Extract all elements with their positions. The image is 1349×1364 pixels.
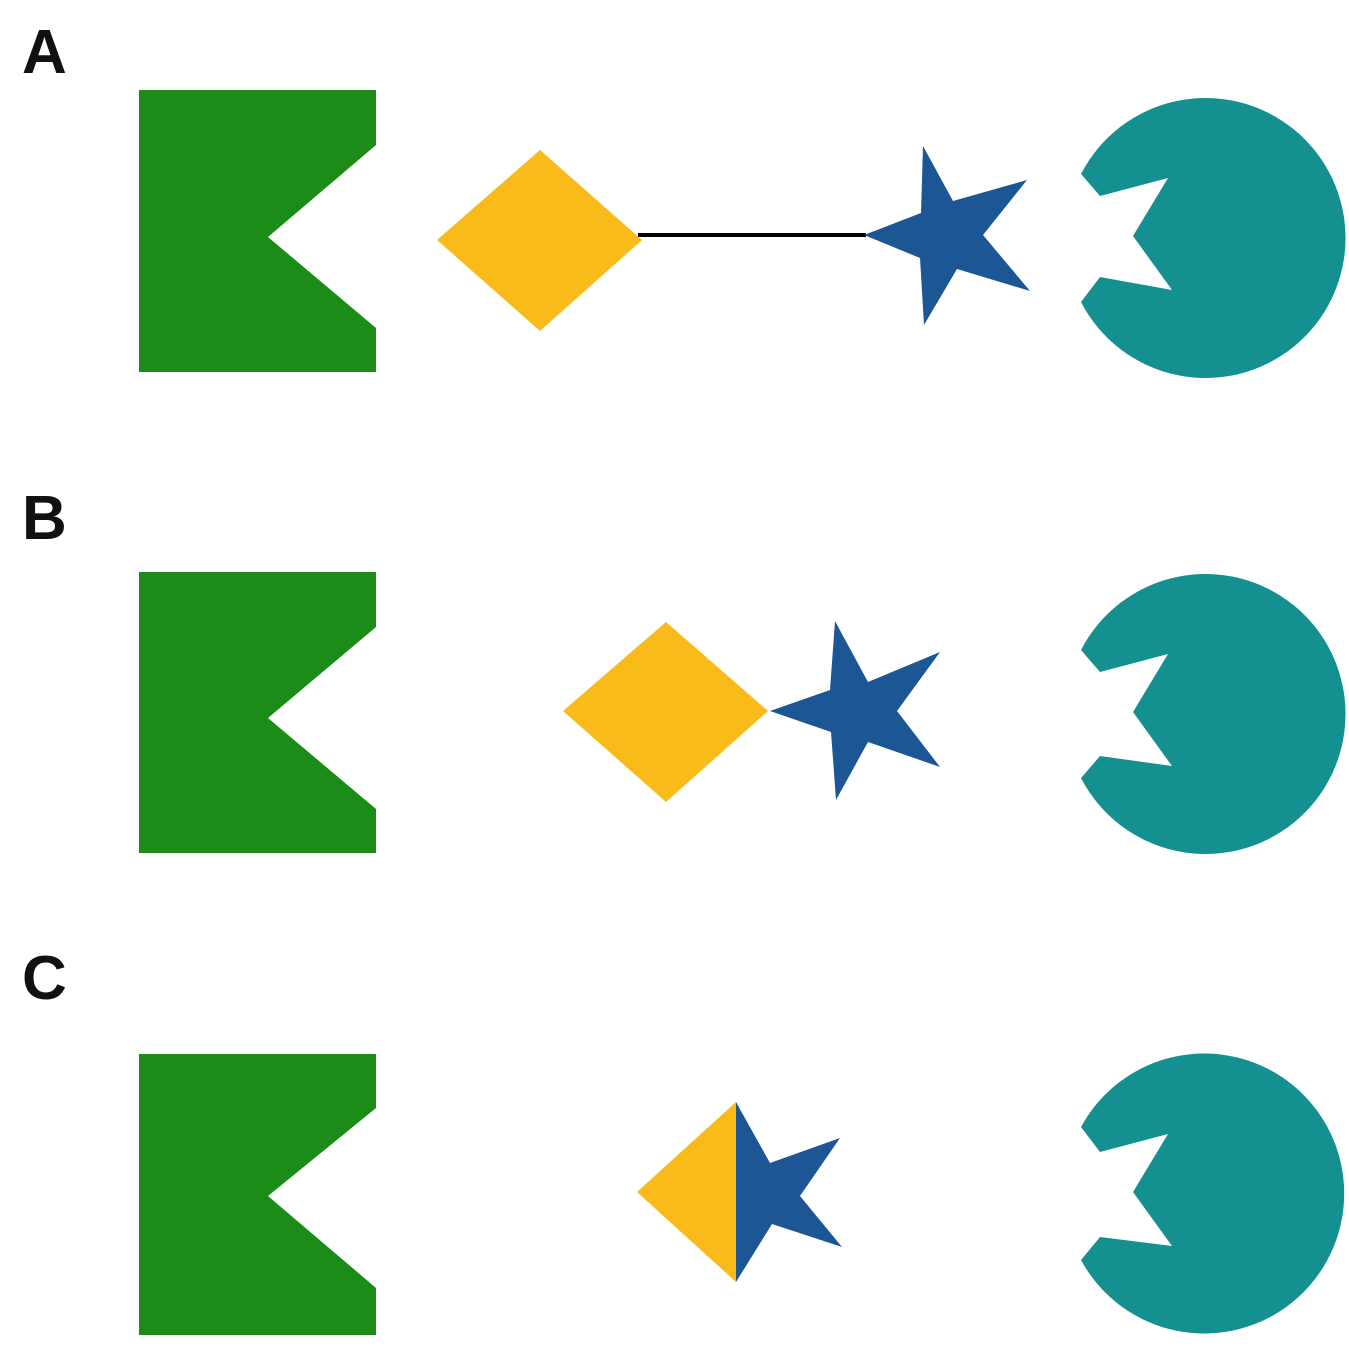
panel-label-c: C xyxy=(22,944,67,1013)
half-star-icon xyxy=(736,1102,842,1282)
panel-label-a: A xyxy=(22,18,67,87)
star-icon xyxy=(864,146,1030,325)
panel-label-b: B xyxy=(22,484,67,553)
star-icon xyxy=(770,621,940,800)
notched-circle-icon xyxy=(1081,98,1346,379)
diamond-icon xyxy=(563,622,768,802)
panel-b xyxy=(139,572,1346,854)
notched-square-icon xyxy=(139,90,376,372)
notched-square-icon xyxy=(139,1054,376,1335)
panel-a xyxy=(139,90,1346,379)
notched-circle-icon xyxy=(1081,1053,1345,1334)
diamond-icon xyxy=(437,150,642,331)
half-diamond-icon xyxy=(637,1102,736,1282)
notched-circle-icon xyxy=(1081,574,1346,854)
panel-c xyxy=(139,1053,1345,1335)
notched-square-icon xyxy=(139,572,376,853)
